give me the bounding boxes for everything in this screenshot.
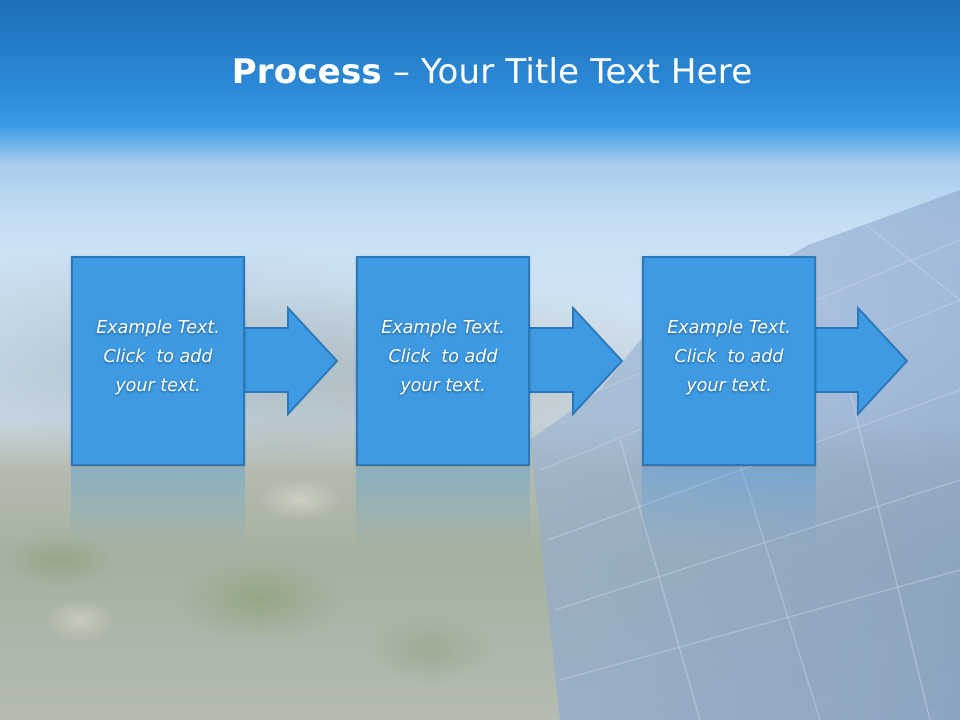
arrow-right-icon — [810, 306, 909, 416]
step-line: Click to add — [674, 347, 784, 367]
process-step-2[interactable]: Example Text. Click to add your text. — [356, 256, 530, 466]
step-line: your text. — [400, 376, 486, 396]
step-text: Example Text. Click to add your text. — [644, 314, 814, 401]
step-text: Example Text. Click to add your text. — [358, 314, 528, 401]
title-rest: – Your Title Text Here — [381, 52, 753, 92]
slide-title[interactable]: Process – Your Title Text Here — [0, 52, 960, 92]
step-reflection — [356, 468, 530, 548]
step-line: Click to add — [103, 347, 213, 367]
arrow-right-icon — [240, 306, 339, 416]
step-line: your text. — [115, 376, 201, 396]
step-line: Example Text. — [381, 318, 505, 338]
process-step-3[interactable]: Example Text. Click to add your text. — [642, 256, 816, 466]
step-reflection — [71, 468, 245, 548]
step-line: Click to add — [388, 347, 498, 367]
arrow-right-icon — [525, 306, 624, 416]
step-reflection — [642, 468, 816, 548]
step-line: Example Text. — [96, 318, 220, 338]
title-bold: Process — [231, 52, 382, 92]
step-line: Example Text. — [667, 318, 791, 338]
step-text: Example Text. Click to add your text. — [73, 314, 243, 401]
process-step-1[interactable]: Example Text. Click to add your text. — [71, 256, 245, 466]
step-line: your text. — [686, 376, 772, 396]
